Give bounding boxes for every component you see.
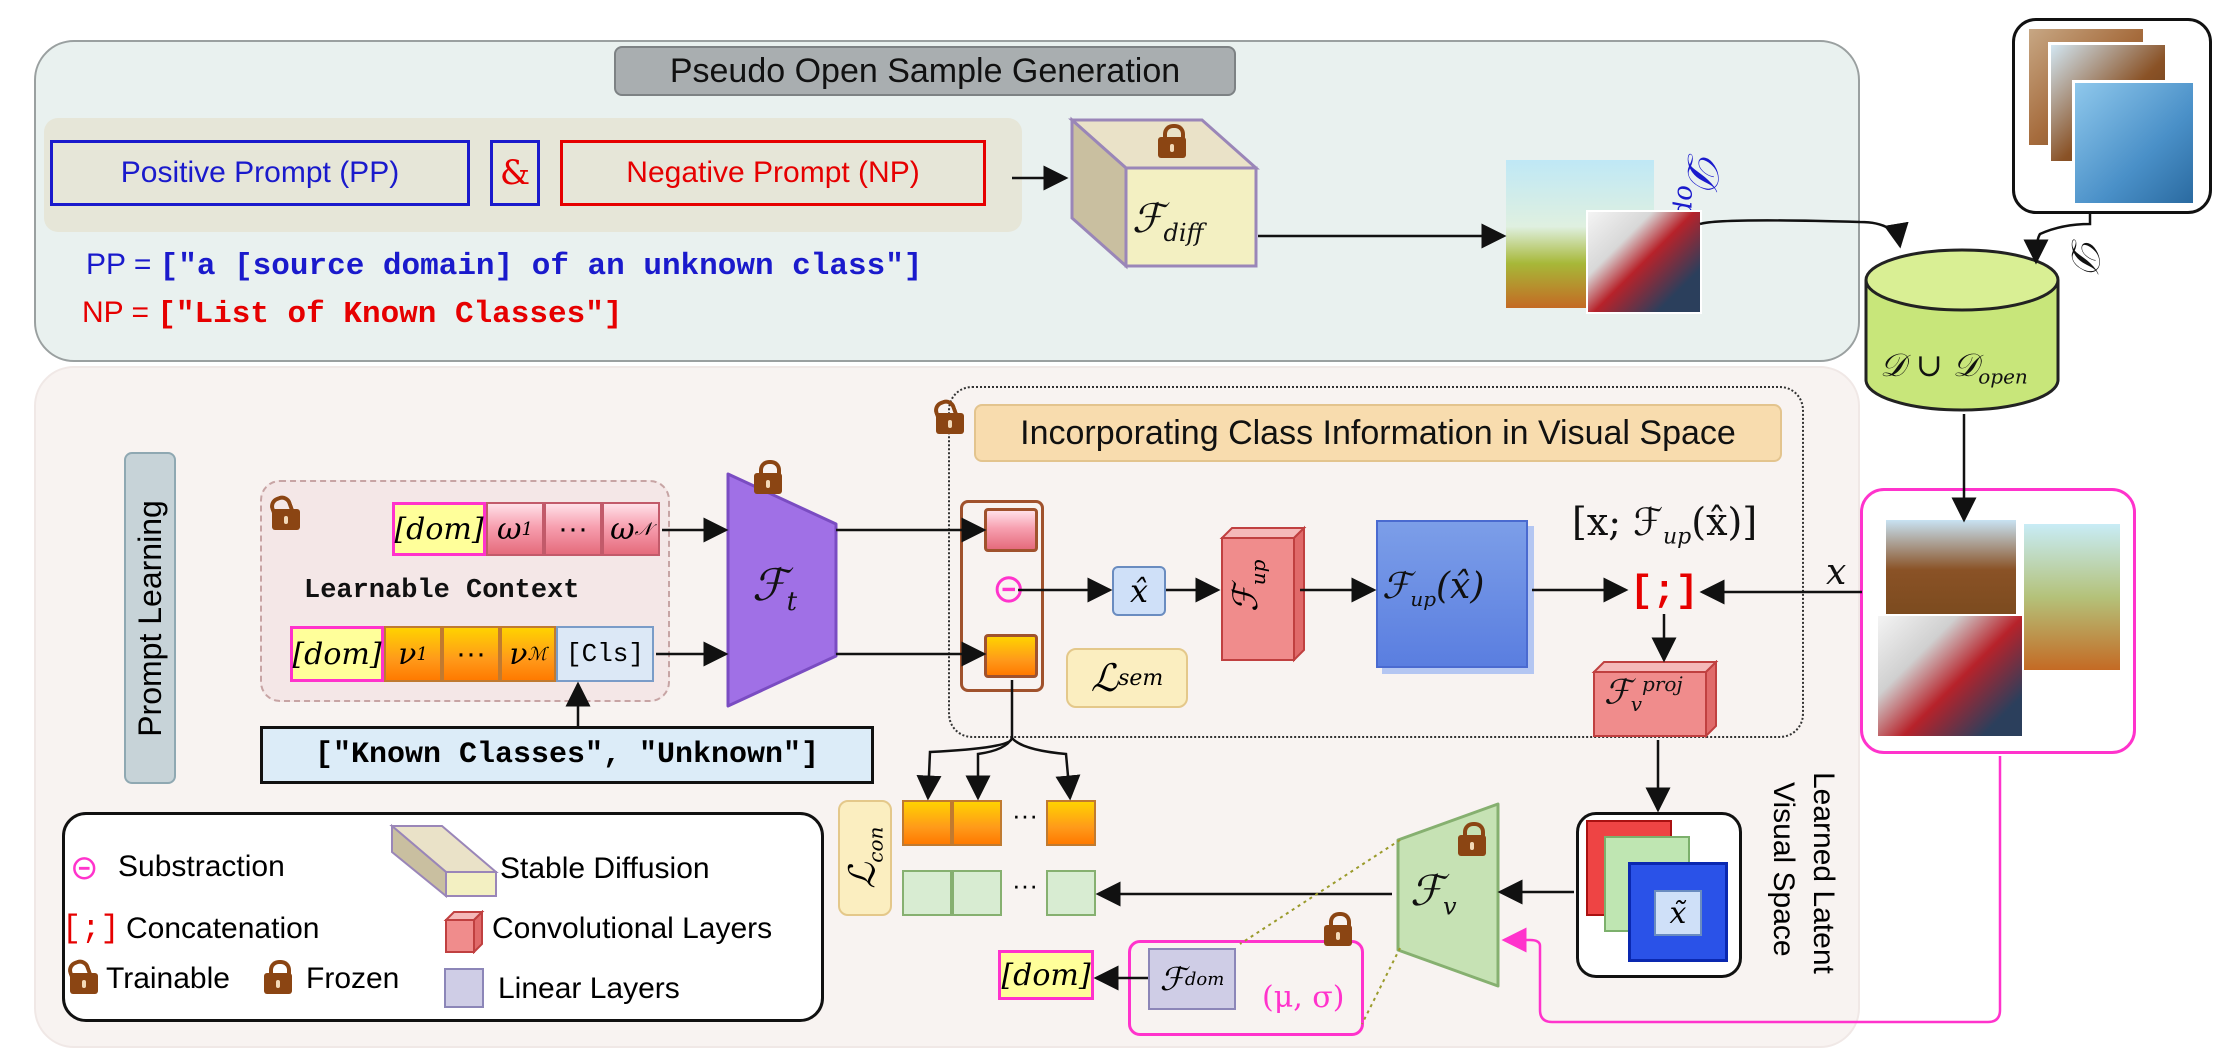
visual-feature-2 <box>952 870 1002 916</box>
legend-stable-diffusion: Stable Diffusion <box>500 852 710 885</box>
lock-icon <box>1324 912 1352 946</box>
np-definition: NP = ["List of Known Classes"] <box>82 296 623 332</box>
legend-conv-icon <box>443 910 485 954</box>
dom-token-1: [dom] <box>392 502 486 556</box>
x-tilde-node: x̃ <box>1654 890 1702 936</box>
learnable-context-label: Learnable Context <box>304 576 580 606</box>
omega-dots-token: ··· <box>544 502 602 556</box>
positive-prompt-box: Positive Prompt (PP) <box>50 140 470 206</box>
legend-frozen-lock-icon <box>264 960 292 994</box>
generated-image-2 <box>1586 210 1702 314</box>
incorporating-title: Incorporating Class Information in Visua… <box>974 404 1782 462</box>
f-diff-label: ℱdiff <box>1132 196 1204 247</box>
visual-feature-1 <box>902 870 952 916</box>
legend-subtraction-icon: ⊝ <box>70 849 99 887</box>
prompt-learning-label: Prompt Learning <box>124 452 176 784</box>
known-unknown-box: ["Known Classes", "Unknown"] <box>260 726 874 784</box>
x-hat-node: x̂ <box>1112 566 1166 616</box>
lock-icon <box>1158 124 1186 158</box>
feature-ellipsis: ··· <box>1012 800 1038 830</box>
mu-sigma-label: (μ, σ) <box>1262 980 1345 1015</box>
legend-frozen: Frozen <box>306 962 400 995</box>
concat-node: [;] <box>1630 570 1699 613</box>
legend-subtraction: Substraction <box>118 850 285 883</box>
legend-concatenation: Concatenation <box>126 912 320 945</box>
text-feature-2 <box>952 800 1002 846</box>
dom-token-2: [dom] <box>290 626 384 682</box>
nu-dots-token: ··· <box>442 626 500 682</box>
visual-feature-n <box>1046 870 1096 916</box>
f-up-block <box>1219 525 1307 663</box>
lock-icon <box>267 492 300 530</box>
legend-stable-diffusion-icon <box>389 823 499 899</box>
negative-prompt-box: Negative Prompt (NP) <box>560 140 986 206</box>
pseudo-open-title: Pseudo Open Sample Generation <box>614 46 1236 96</box>
ampersand-box: & <box>490 140 540 206</box>
text-feature-pair <box>960 500 1044 692</box>
legend-linear-layers: Linear Layers <box>498 972 680 1005</box>
lock-icon <box>1458 822 1486 856</box>
legend-conv-layers: Convolutional Layers <box>492 912 773 945</box>
input-image-screen <box>1876 614 2024 738</box>
legend-concat-icon: [;] <box>62 910 120 947</box>
f-diff-box <box>1068 116 1260 270</box>
text-feature-n <box>1046 800 1096 846</box>
cls-token: [Cls] <box>556 626 654 682</box>
f-v-proj-block <box>1591 660 1719 739</box>
l-con-box: ℒcon <box>838 800 892 916</box>
f-t-label: ℱt <box>752 560 798 617</box>
dataset-union-cylinder <box>1864 248 2060 412</box>
dataset-union-label: 𝒟 ∪ 𝒟open <box>1880 346 2028 389</box>
f-up-xhat-label: ℱup(x̂) <box>1382 566 1485 612</box>
prompt-row <box>44 118 1022 232</box>
legend-trainable: Trainable <box>106 962 230 995</box>
lock-icon <box>931 396 964 434</box>
concat-expression: [x; ℱup(x̂)] <box>1572 500 1758 550</box>
pp-definition: PP = ["a [source domain] of an unknown c… <box>86 248 923 284</box>
text-feature-1 <box>902 800 952 846</box>
f-up-xhat-feature <box>1376 520 1528 668</box>
incorporating-region <box>948 386 1804 738</box>
text-encoder-block <box>726 472 838 708</box>
input-image-field <box>2024 524 2120 670</box>
lock-icon <box>754 460 782 494</box>
legend-linear-icon <box>444 968 484 1008</box>
f-dom-region <box>1128 940 1364 1036</box>
dataset-image-3 <box>2072 80 2196 206</box>
f-v-proj-label: ℱvproj <box>1604 672 1683 717</box>
x-input-label: x <box>1826 552 1847 593</box>
feature-ellipsis: ··· <box>1012 870 1038 900</box>
omega-feature <box>984 508 1038 552</box>
legend-trainable-lock-icon <box>65 956 98 994</box>
f-v-label: ℱv <box>1410 866 1457 921</box>
dom-output: [dom] <box>998 950 1094 1000</box>
input-image-horse <box>1886 520 2016 620</box>
